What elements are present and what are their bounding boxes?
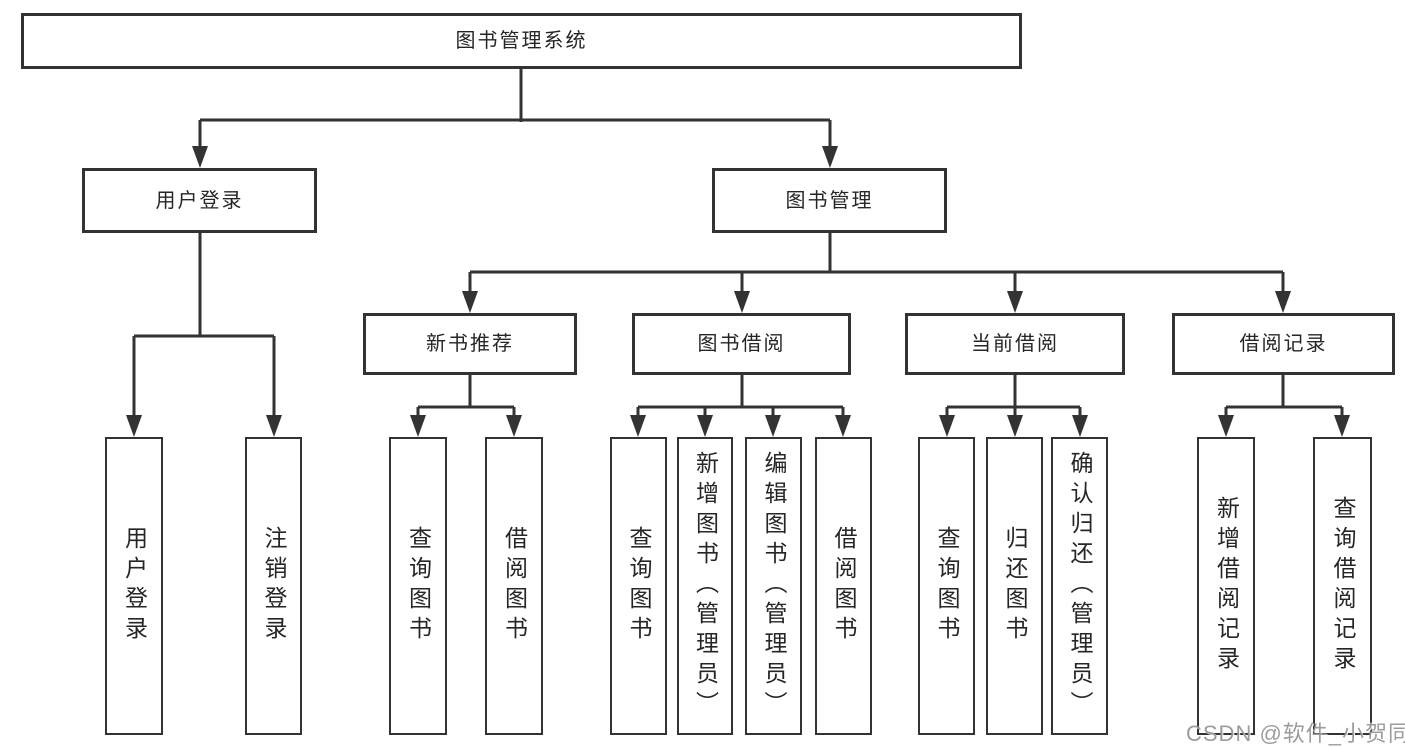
leaf-logout: 注销登录 <box>245 437 302 735</box>
node-borrowing-records: 借阅记录 <box>1172 313 1395 375</box>
node-current-borrowing: 当前借阅 <box>905 313 1125 375</box>
leaf-confirm-return-admin: 确认归还（管理员） <box>1051 437 1108 735</box>
node-book-borrowing: 图书借阅 <box>632 313 851 375</box>
leaf-query-books-recommend: 查询图书 <box>389 437 447 735</box>
leaf-add-borrow-record: 新增借阅记录 <box>1197 437 1255 735</box>
node-book-management: 图书管理 <box>712 168 947 233</box>
node-root-system: 图书管理系统 <box>21 13 1022 69</box>
leaf-add-book-admin: 新增图书（管理员） <box>677 437 733 735</box>
leaf-query-borrow-record: 查询借阅记录 <box>1313 437 1372 735</box>
leaf-return-book: 归还图书 <box>986 437 1043 735</box>
node-user-login: 用户登录 <box>82 168 317 233</box>
leaf-edit-book-admin: 编辑图书（管理员） <box>745 437 802 735</box>
leaf-query-books-borrow: 查询图书 <box>610 437 667 735</box>
leaf-borrow-books-recommend: 借阅图书 <box>485 437 543 735</box>
leaf-user-login: 用户登录 <box>105 437 163 735</box>
leaf-query-books-current: 查询图书 <box>918 437 975 735</box>
node-new-book-recommend: 新书推荐 <box>363 313 577 375</box>
csdn-watermark: CSDN @软件_小贺同学 <box>1186 721 1405 746</box>
arrowheads <box>126 146 1350 437</box>
leaf-borrow-books: 借阅图书 <box>815 437 872 735</box>
